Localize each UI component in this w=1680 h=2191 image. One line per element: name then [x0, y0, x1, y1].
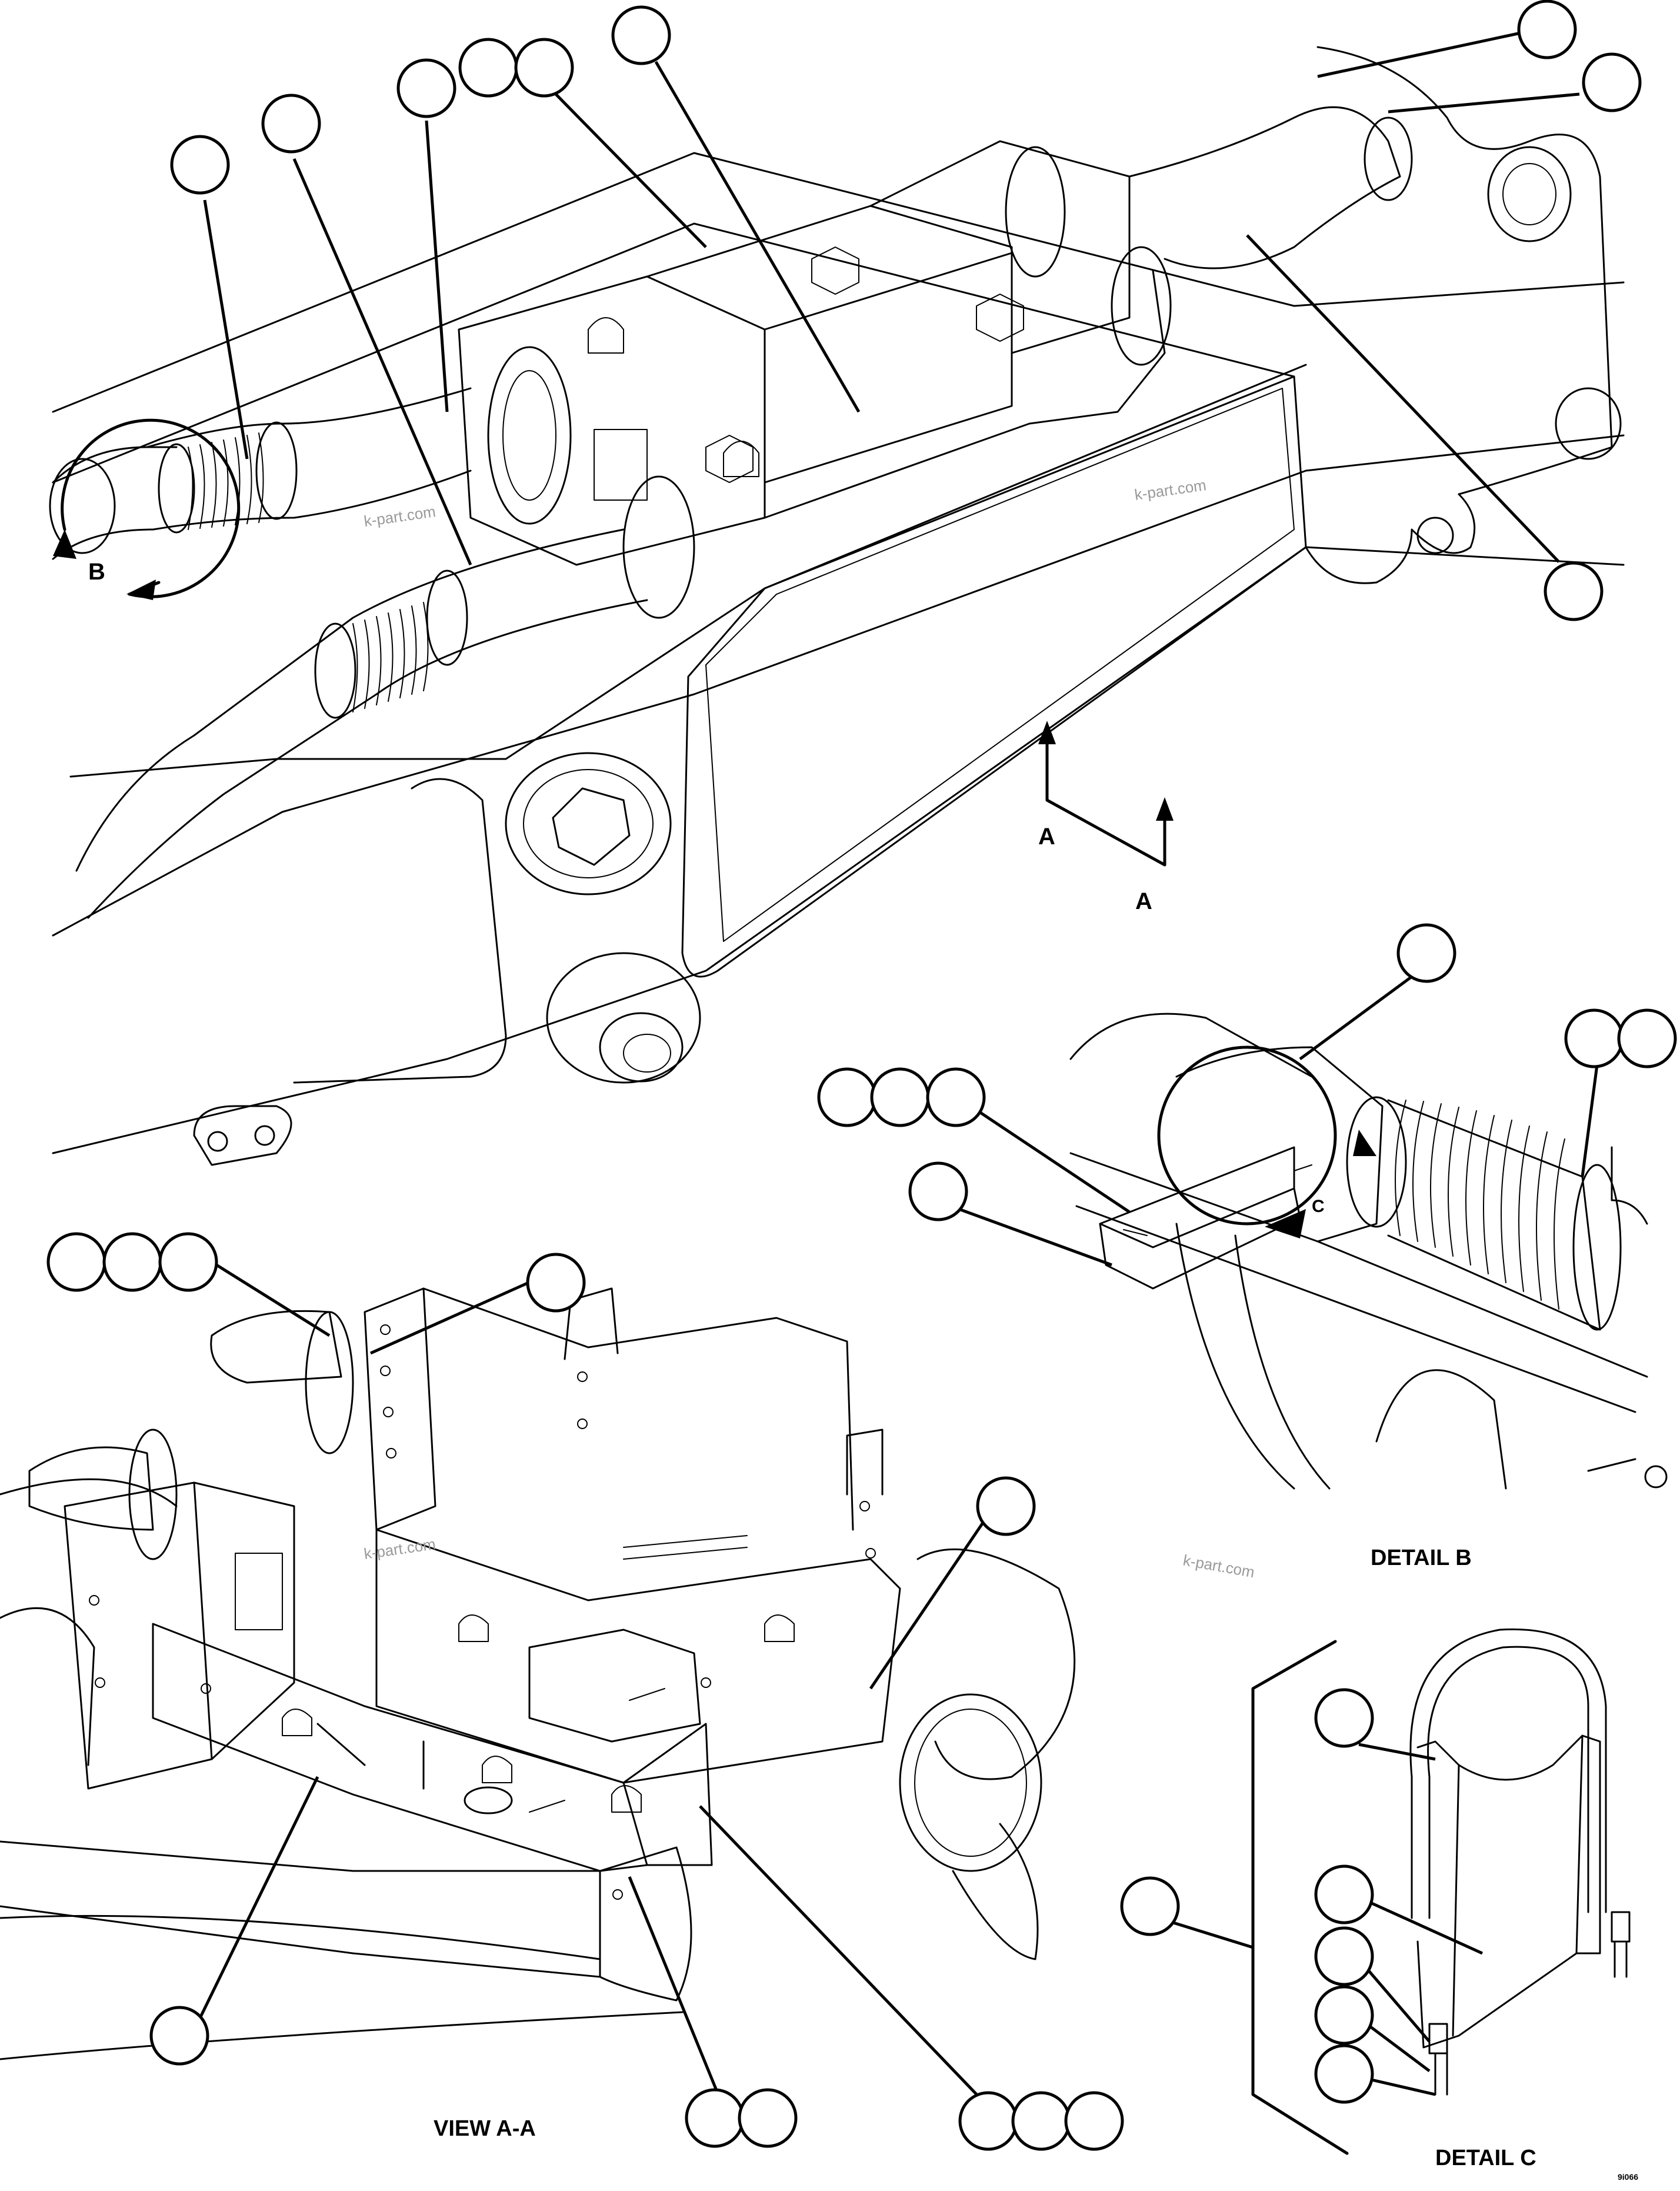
- section-a-left: A: [1038, 824, 1055, 850]
- balloon: [958, 2091, 1018, 2151]
- callout-leaders: [198, 31, 1599, 2102]
- balloon: [1314, 1864, 1374, 1924]
- balloon: [1582, 52, 1642, 112]
- balloon: [1314, 1688, 1374, 1748]
- detail-b-label: DETAIL B: [1371, 1546, 1472, 1570]
- view-aa-bolts: [89, 1324, 876, 1900]
- detail-c: 9i066: [1251, 1628, 1638, 2182]
- detail-c-label: DETAIL C: [1435, 2146, 1536, 2170]
- balloon: [261, 94, 321, 154]
- watermark-3: k-part.com: [363, 1535, 437, 1563]
- balloon: [1564, 1008, 1624, 1068]
- balloon: [976, 1476, 1036, 1536]
- lower-bellows: [352, 602, 429, 712]
- balloon: [1064, 2091, 1124, 2151]
- balloon: [514, 38, 574, 98]
- balloon: [458, 38, 518, 98]
- balloon: [1617, 1008, 1677, 1068]
- balloon: [611, 5, 671, 65]
- balloon: [1544, 561, 1604, 621]
- view-aa: k-part.com k-part.com: [0, 1287, 1256, 2060]
- balloon: [526, 1253, 586, 1313]
- detail-c-marker: C: [1312, 1197, 1325, 1216]
- watermark-2: k-part.com: [1134, 476, 1208, 504]
- drawing-number: 9i066: [1618, 2172, 1638, 2182]
- watermark-4: k-part.com: [1182, 1551, 1256, 1581]
- balloon: [685, 2088, 745, 2148]
- detail-c-callout-circle: [1157, 1045, 1337, 1226]
- balloon: [158, 1232, 218, 1292]
- view-aa-label: VIEW A-A: [434, 2116, 536, 2141]
- balloon: [1314, 1926, 1374, 1986]
- section-a-right: A: [1135, 888, 1152, 914]
- detail-b-bellows: [1395, 1100, 1565, 1310]
- balloon: [1517, 0, 1577, 59]
- detail-b: C: [1069, 1013, 1668, 1490]
- balloon: [1314, 1985, 1374, 2045]
- balloon: [170, 135, 230, 195]
- balloon: [1011, 2091, 1071, 2151]
- balloon: [46, 1232, 106, 1292]
- balloon: [908, 1161, 968, 1221]
- balloon: [870, 1067, 930, 1127]
- balloon: [1120, 1876, 1180, 1936]
- balloon: [738, 2088, 798, 2148]
- upper-bellows: [188, 432, 264, 530]
- main-view: B A A k-part.com k-part.com: [49, 46, 1625, 1166]
- watermark-1: k-part.com: [363, 502, 437, 530]
- balloon: [926, 1067, 986, 1127]
- balloon: [1396, 923, 1456, 983]
- balloon: [1314, 2044, 1374, 2104]
- balloon: [396, 58, 456, 118]
- balloon: [817, 1067, 877, 1127]
- callout-balloons: [46, 0, 1677, 2151]
- balloon: [149, 2006, 209, 2066]
- balloon: [102, 1232, 162, 1292]
- detail-b-marker: B: [88, 559, 105, 585]
